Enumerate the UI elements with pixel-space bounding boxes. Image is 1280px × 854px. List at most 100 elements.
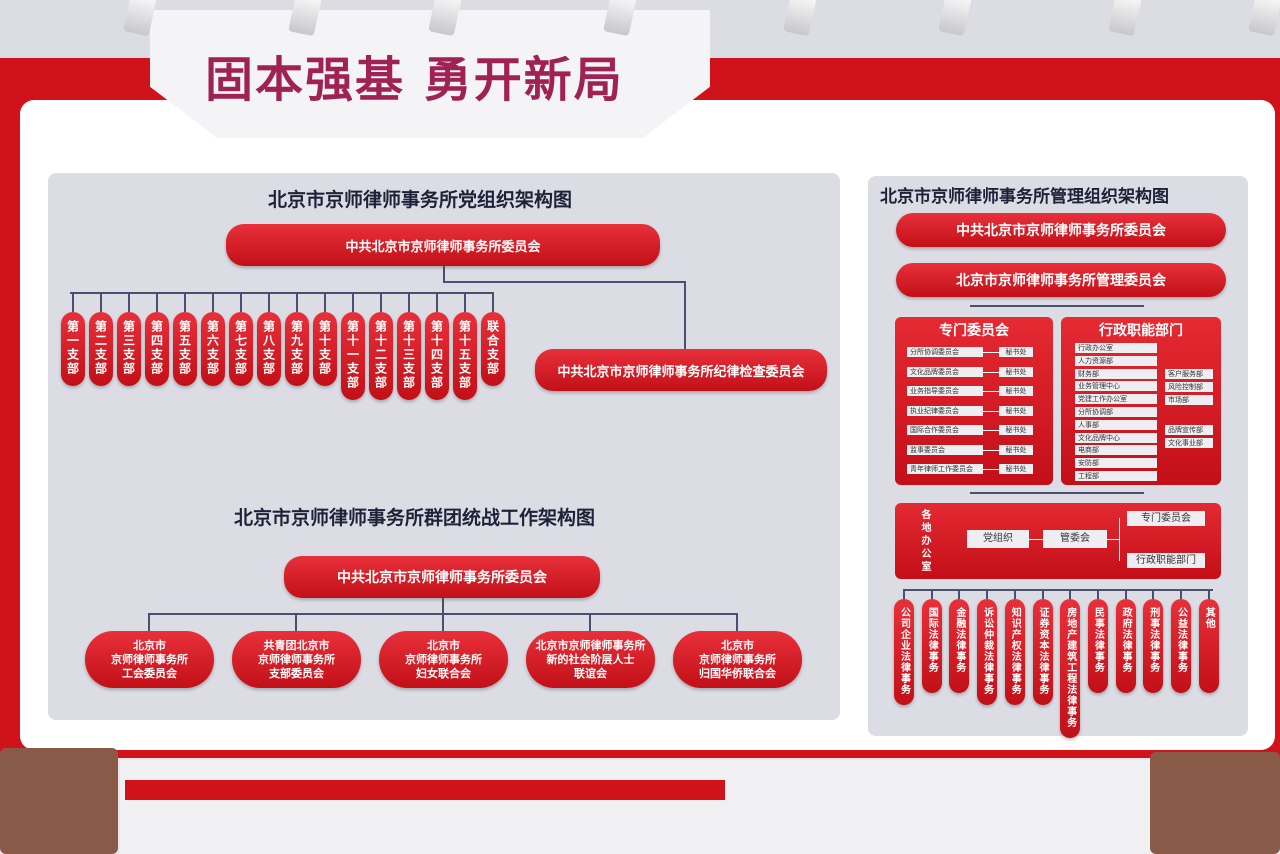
special-title: 专门委员会 [939,323,1009,339]
admin-dept: 分所协调部 [1075,407,1157,417]
united-root: 中共北京市京师律师事务所委员会 [284,556,600,598]
admin-subdept: 风险控制部 [1165,382,1213,392]
connector-line [184,292,186,312]
admin-dept: 工程部 [1075,471,1157,481]
floor-ledge [120,760,1160,854]
party-branch: 第一支部 [61,312,85,386]
united-org: 共青团北京市 京师律师事务所 支部委员会 [232,631,361,688]
practice-area: 证券资本法律事务 [1032,599,1053,705]
practice-area: 国际法律事务 [921,599,942,693]
connector-line [72,292,74,312]
admin-dept: 人力资源部 [1075,355,1157,366]
united-org: 北京市京师律师事务所 新的社会阶层人士 联谊会 [526,631,655,688]
practice-area: 民事法律事务 [1087,599,1108,693]
united-chart-title: 北京市京师律师事务所群团统战工作架构图 [234,507,596,529]
admin-dept: 行政办公室 [1075,343,1157,353]
party-chart-title: 北京市京师律师事务所党组织架构图 [268,189,573,211]
offices-special: 专门委员会 [1127,511,1205,526]
practice-area: 公益法律事务 [1171,599,1191,693]
admin-departments-box: 行政职能部门 行政办公室人力资源部财务部业务管理中心党建工作办公室分所协调部人事… [1061,317,1221,485]
secretariat: 秘书处 [999,386,1033,396]
united-org: 北京市 京师律师事务所 工会委员会 [85,631,214,688]
chair-right [1150,752,1280,854]
party-branch: 第十五支部 [453,312,477,400]
committee-item: 国际合作委员会 [907,425,983,435]
party-branch: 第四支部 [145,312,169,386]
offices-admin: 行政职能部门 [1127,553,1205,568]
secretariat: 秘书处 [999,425,1033,435]
united-org: 北京市 京师律师事务所 妇女联合会 [379,631,508,688]
admin-dept: 业务管理中心 [1075,381,1157,392]
connector-line [1069,589,1072,599]
chair-left [0,748,118,854]
offices-label: 各地办公室 [919,509,930,574]
connector-line [240,292,242,312]
admin-dept: 电商部 [1075,445,1157,456]
connector-line [156,292,158,312]
offices-box: 各地办公室 党组织 管委会 专门委员会 行政职能部门 [895,503,1221,579]
practice-area: 公司企业法律事务 [894,599,914,705]
offices-party-org: 党组织 [967,530,1029,548]
committee-item: 执业纪律委员会 [907,405,983,416]
party-branch: 第五支部 [173,312,197,386]
admin-dept: 文化品牌中心 [1075,432,1157,443]
connector-line [128,292,130,312]
practice-area: 金融法律事务 [949,599,970,693]
party-branch: 第十支部 [313,312,337,386]
admin-dept: 党建工作办公室 [1075,394,1157,405]
secretariat: 秘书处 [999,464,1033,474]
connector-line [295,613,297,631]
connector-line [100,292,102,312]
connector-line [983,352,999,353]
connector-line [1180,589,1182,599]
party-root: 中共北京市京师律师事务所委员会 [226,224,660,266]
mgmt-party-committee: 中共北京市京师律师事务所委员会 [896,213,1226,247]
connector-line [324,292,326,312]
secretariat: 秘书处 [999,347,1033,357]
party-branch: 第七支部 [229,312,253,386]
admin-dept: 安防部 [1075,458,1157,469]
connector-line [983,391,999,392]
connector-line [903,589,905,599]
connector-line [983,430,999,431]
connector-line [1096,589,1099,599]
connector-line [352,292,354,312]
connector-line [1207,589,1210,599]
connector-line [380,292,382,312]
committee-item: 监事委员会 [907,444,983,455]
admin-title: 行政职能部门 [1099,323,1183,339]
connector-line [408,292,410,312]
connector-line [958,589,961,599]
connector-line [212,292,214,312]
connector-line [492,292,494,312]
party-branch: 第三支部 [117,312,141,386]
practice-area: 房地产建筑工程法律事务 [1060,599,1081,738]
party-branch: 联合支部 [481,312,505,386]
connector-line [983,469,999,470]
party-branch: 第十四支部 [425,312,449,400]
management-chart-title: 北京市京师律师事务所管理组织架构图 [880,187,1169,207]
secretariat: 秘书处 [999,366,1033,377]
party-branch: 第九支部 [285,312,309,386]
admin-subdept: 客户服务部 [1165,369,1213,379]
secretariat: 秘书处 [999,405,1033,416]
party-branch: 第二支部 [89,312,113,386]
party-branch: 第十三支部 [397,312,421,400]
discipline-committee: 中共北京市京师律师事务所纪律检查委员会 [535,349,827,391]
special-committees-box: 专门委员会 分所协调委员会秘书处文化品牌委员会秘书处业务指导委员会秘书处执业纪律… [895,317,1053,485]
admin-subdept: 市场部 [1165,395,1213,405]
party-branch: 第六支部 [201,312,225,386]
united-org: 北京市 京师律师事务所 归国华侨联合会 [673,631,802,688]
practice-area: 知识产权法律事务 [1004,599,1025,705]
committee-item: 青年律师工作委员会 [907,464,983,474]
admin-subdept: 品牌宣传部 [1165,425,1213,435]
mgmt-committee: 北京市京师律师事务所管理委员会 [896,263,1226,297]
connector-line [1152,589,1155,599]
party-branch: 第十一支部 [341,312,365,400]
connector-line [148,613,150,631]
connector-line [736,613,738,631]
offices-mgmt: 管委会 [1043,530,1107,548]
connector-line [986,589,989,599]
connector-line [983,410,999,412]
practice-area: 刑事法律事务 [1143,599,1164,693]
